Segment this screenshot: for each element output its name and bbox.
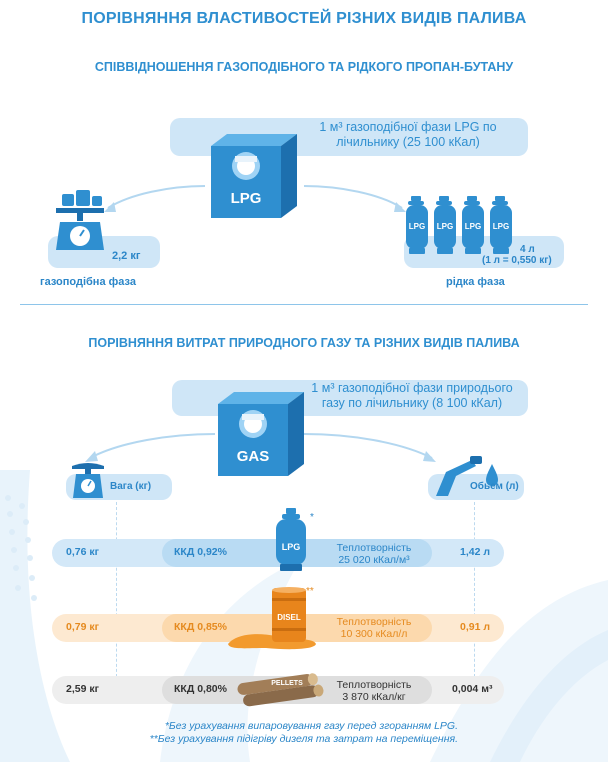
- diesel-barrel-icon: [228, 587, 316, 650]
- row-lpg-efficiency: ККД 0,92%: [174, 546, 227, 558]
- arrow-left-icon: [104, 185, 206, 212]
- weight-column-label: Вага (кг): [110, 481, 152, 492]
- lpg-cylinder-icon: [276, 508, 306, 571]
- gas-phase-label: газоподібна фаза: [40, 276, 136, 288]
- row-lpg-icon-label: LPG: [281, 542, 301, 552]
- row-pellets-weight: 2,59 кг: [66, 683, 99, 695]
- page-title: ПОРІВНЯННЯ ВЛАСТИВОСТЕЙ РІЗНИХ ВИДІВ ПАЛ…: [81, 10, 527, 27]
- footnotes: *Без урахування випаровування газу перед…: [150, 720, 458, 746]
- gas-meter-icon: [218, 392, 304, 476]
- footnote-1: *Без урахування випаровування газу перед…: [164, 720, 458, 732]
- scale-icon: [72, 463, 104, 498]
- scale-weights-icon: [56, 190, 104, 250]
- section2-title: ПОРІВНЯННЯ ВИТРАТ ПРИРОДНОГО ГАЗУ ТА РІЗ…: [88, 336, 520, 350]
- liquid-volume: 4 л: [520, 244, 535, 255]
- row-diesel-weight: 0,79 кг: [66, 621, 99, 633]
- row-pellets-icon-label: PELLETS: [271, 680, 303, 687]
- row-lpg-footnote-mark: *: [310, 512, 314, 523]
- row-diesel-heat-title: Теплотворність: [336, 616, 412, 628]
- arrow-right-2-icon: [303, 433, 436, 462]
- row-pellets-heat: Теплотворність 3 870 кКал/кг: [318, 679, 430, 703]
- liquid-phase-label: рідка фаза: [446, 276, 505, 288]
- section1-meter-text: 1 м³ газоподібної фази LPG по лічильнику…: [319, 120, 497, 149]
- row-lpg-volume: 1,42 л: [460, 546, 491, 558]
- liquid-pill: [404, 236, 564, 268]
- lpg-meter-icon: [211, 134, 297, 218]
- row-diesel-footnote-mark: **: [306, 586, 314, 597]
- section2-meter-text: 1 м³ газоподібної фази природього газу п…: [311, 381, 513, 410]
- cylinder-label-1: LPG: [408, 222, 426, 231]
- section1-title: СПІВВІДНОШЕННЯ ГАЗОПОДІБНОГО ТА РІДКОГО …: [94, 60, 514, 74]
- row-pellets-heat-title: Теплотворність: [336, 679, 412, 691]
- cylinder-label-3: LPG: [464, 222, 482, 231]
- cylinders-icon: [406, 196, 512, 254]
- footnote-2: **Без урахування підігріву дизеля та зат…: [149, 733, 458, 745]
- pellets-logs-icon: [237, 673, 324, 707]
- row-pellets-heat-value: 3 870 кКал/кг: [342, 691, 406, 703]
- volume-column-label: Обьем (л): [470, 481, 519, 492]
- gas-weight-value: 2,2 кг: [112, 250, 141, 262]
- row-diesel-heat-value: 10 300 кКал/л: [340, 628, 408, 640]
- row-lpg-weight: 0,76 кг: [66, 546, 99, 558]
- weight-guide-line: [116, 502, 117, 682]
- volume-guide-line: [474, 502, 475, 682]
- row-diesel-efficiency: ККД 0,85%: [174, 621, 227, 633]
- lpg-meter-label: LPG: [230, 190, 262, 207]
- row-pellets-volume: 0,004 м³: [452, 683, 493, 695]
- row-lpg-heat-value: 25 020 кКал/м³: [338, 554, 410, 566]
- row-lpg-heat-title: Теплотворність: [336, 542, 412, 554]
- background-decoration: [0, 470, 608, 762]
- gas-meter-label: GAS: [236, 448, 270, 465]
- cylinder-label-2: LPG: [436, 222, 454, 231]
- arrow-left-2-icon: [85, 433, 216, 462]
- row-diesel-volume: 0,91 л: [460, 621, 491, 633]
- cylinder-label-4: LPG: [492, 222, 510, 231]
- liquid-note: (1 л = 0,550 кг): [482, 255, 552, 266]
- row-diesel-heat: Теплотворність 10 300 кКал/л: [318, 616, 430, 640]
- section-divider: [20, 304, 588, 305]
- row-lpg-heat: Теплотворність 25 020 кКал/м³: [318, 542, 430, 566]
- row-diesel-icon-label: DISEL: [277, 613, 301, 622]
- arrow-right-icon: [303, 185, 406, 212]
- fuel-nozzle-icon: [436, 456, 498, 496]
- row-pellets-efficiency: ККД 0,80%: [174, 683, 227, 695]
